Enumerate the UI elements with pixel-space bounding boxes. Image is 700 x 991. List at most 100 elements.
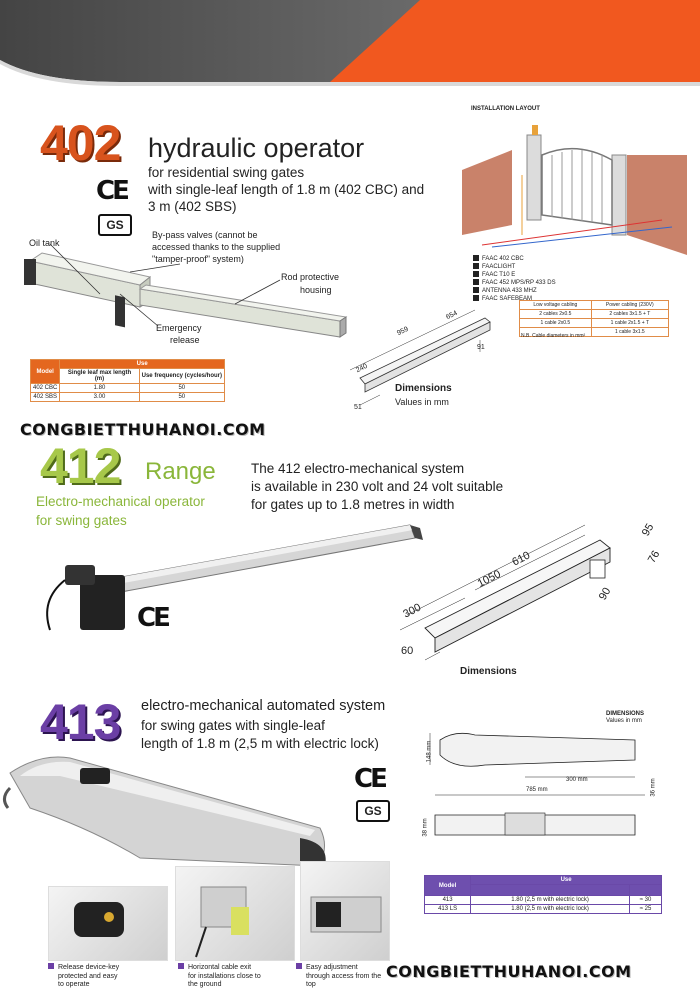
table-cell: 3.00	[59, 392, 140, 402]
installation-legend: FAAC 402 CBC FAACLIGHT FAAC T10 E FAAC 4…	[473, 255, 556, 303]
table-cell: ≈ 25	[629, 904, 662, 914]
section-412-desc-3: for gates up to 1.8 metres in width	[251, 497, 455, 512]
operator-402-image	[24, 252, 348, 338]
label-rod-1: Rod protective	[281, 272, 340, 282]
table-cell: 1 cable 2x1.5 + T	[590, 318, 670, 328]
section-402-subtitle-2: with single-leaf length of 1.8 m (402 CB…	[148, 182, 425, 197]
dim-413-a: 148 mm	[426, 740, 433, 763]
section-413-subtitle-1: for swing gates with single-leaf	[141, 718, 325, 733]
dimensions-413-drawing	[429, 732, 645, 836]
label-bypass-2: accessed thanks to the supplied	[152, 242, 281, 252]
feature-photo-cable-exit	[175, 866, 295, 961]
table-cell: 1.80 (2,5 m with electric lock)	[470, 904, 631, 914]
list-item: ANTENNA 433 MHZ	[473, 287, 556, 295]
installation-layout-illustration	[462, 115, 687, 255]
header-band	[0, 0, 700, 95]
table-row: 402 CBC 1.80 50	[29, 383, 226, 393]
ce-mark-413-icon: CE	[354, 764, 388, 794]
table-row: 413 LS 1.80 (2,5 m with electric lock) ≈…	[423, 904, 662, 914]
bullet-icon	[296, 963, 302, 969]
table-cell: 2 cables 3x1.5 + T	[590, 309, 670, 319]
table-413-header-model: Model	[423, 875, 472, 896]
dim-413-e: 38 mm	[422, 818, 429, 837]
table-402-header-model: Model	[29, 359, 61, 384]
installation-layout-title: INSTALLATION LAYOUT	[471, 106, 540, 112]
table-row: 1 cable 2x0.5 1 cable 2x1.5 + T	[519, 318, 670, 328]
section-412-desc-1: The 412 electro-mechanical system	[251, 461, 465, 476]
label-oil-tank: Oil tank	[29, 238, 60, 248]
list-item: FAACLIGHT	[473, 263, 556, 271]
table-cell: 402 SBS	[29, 392, 61, 402]
watermark-top: CONGBIETTHUHANOI.COM	[20, 420, 266, 439]
label-rod-2: housing	[300, 285, 332, 295]
dimensions-402-title: Dimensions	[395, 383, 452, 394]
list-item: FAAC 402 CBC	[473, 255, 556, 263]
cable-header-low: Low voltage cabling	[519, 300, 592, 310]
table-cell: 50	[138, 383, 226, 393]
table-413-header-use: Use	[470, 875, 662, 885]
dim-413-d: 785 mm	[526, 787, 548, 793]
table-402-header-len: Single leaf max length (m)	[59, 368, 140, 384]
table-cell: 1.80	[59, 383, 140, 393]
section-412-subtitle-1: Electro-mechanical operator	[36, 494, 205, 509]
section-412-desc-2: is available in 230 volt and 24 volt sui…	[251, 479, 504, 494]
list-item: FAAC T10 E	[473, 271, 556, 279]
table-row: 2 cables 2x0.5 2 cables 3x1.5 + T	[519, 309, 670, 319]
section-402-subtitle-3: 3 m (402 SBS)	[148, 199, 237, 214]
section-402-subtitle-1: for residential swing gates	[148, 165, 305, 180]
bullet-icon	[48, 963, 54, 969]
bullet-icon	[178, 963, 184, 969]
feature-caption-2: Horizontal cable exit for installations …	[178, 963, 261, 990]
gs-mark-413-icon: GS	[356, 800, 390, 822]
table-cell: 413 LS	[423, 904, 472, 914]
label-emergency-1: Emergency	[156, 323, 202, 333]
cable-note: N.B. Cable diameters in mm²	[521, 333, 586, 339]
section-412-subtitle-2: for swing gates	[36, 513, 127, 528]
table-402-header-freq: Use frequency (cycles/hour)	[138, 368, 226, 384]
ce-mark-icon: CE	[96, 176, 130, 206]
list-item: FAAC SAFEBEAM	[473, 295, 556, 303]
dim-412-d: 60	[401, 645, 414, 657]
section-413-title: electro-mechanical automated system	[141, 698, 386, 714]
dimensions-413-subtitle: Values in mm	[606, 718, 642, 724]
operator-413-image	[3, 756, 326, 867]
table-row: 402 SBS 3.00 50	[29, 392, 226, 402]
gs-mark-icon: GS	[98, 214, 132, 236]
table-cell: 1 cable 2x0.5	[519, 318, 592, 328]
section-413-subtitle-2: length of 1.8 m (2,5 m with electric loc…	[141, 736, 379, 751]
table-cell: 50	[138, 392, 226, 402]
feature-photo-adjustment	[300, 861, 390, 961]
table-cell: ≈ 30	[629, 895, 662, 905]
table-402: Model Use Single leaf max length (m) Use…	[29, 359, 226, 402]
cable-header-power: Power cabling (230V)	[590, 300, 670, 310]
label-bypass-1: By-pass valves (cannot be	[152, 230, 258, 240]
model-number-413: 413	[40, 694, 121, 750]
table-row: 413 1.80 (2,5 m with electric lock) ≈ 30	[423, 895, 662, 905]
dimensions-412-title: Dimensions	[460, 666, 517, 677]
feature-caption-1: Release device-key protected and easy to…	[48, 963, 119, 990]
model-number-412: 412	[40, 438, 121, 494]
watermark-bottom: CONGBIETTHUHANOI.COM	[386, 962, 632, 981]
model-number-402: 402	[40, 115, 121, 171]
dimensions-402-drawing	[349, 309, 491, 406]
feature-caption-3: Easy adjustment through access from the …	[296, 963, 381, 990]
table-cell: 402 CBC	[29, 383, 61, 393]
dimensions-412-drawing	[399, 524, 611, 661]
dimensions-413-title: DIMENSIONS	[606, 711, 645, 717]
section-412-range: Range	[145, 458, 216, 485]
label-bypass-3: "tamper-proof" system)	[152, 254, 244, 264]
table-cell: 1.80 (2,5 m with electric lock)	[470, 895, 631, 905]
table-cell: 2 cables 2x0.5	[519, 309, 592, 319]
dimensions-402-subtitle: Values in mm	[395, 397, 449, 407]
dim-413-c: 36 mm	[650, 778, 657, 797]
list-item: FAAC 452 MPS/RP 433 DS	[473, 279, 556, 287]
cable-table: Low voltage cabling Power cabling (230V)…	[519, 300, 670, 337]
operator-412-image	[46, 524, 423, 631]
table-cell: 1 cable 3x1.5	[590, 327, 670, 337]
section-402-title: hydraulic operator	[148, 133, 365, 163]
dim-402-e: 91	[477, 344, 485, 351]
label-emergency-2: release	[170, 335, 200, 345]
label-leader-lines	[49, 243, 281, 327]
feature-photo-release-key	[48, 886, 168, 961]
dim-402-d: 51	[354, 404, 362, 411]
